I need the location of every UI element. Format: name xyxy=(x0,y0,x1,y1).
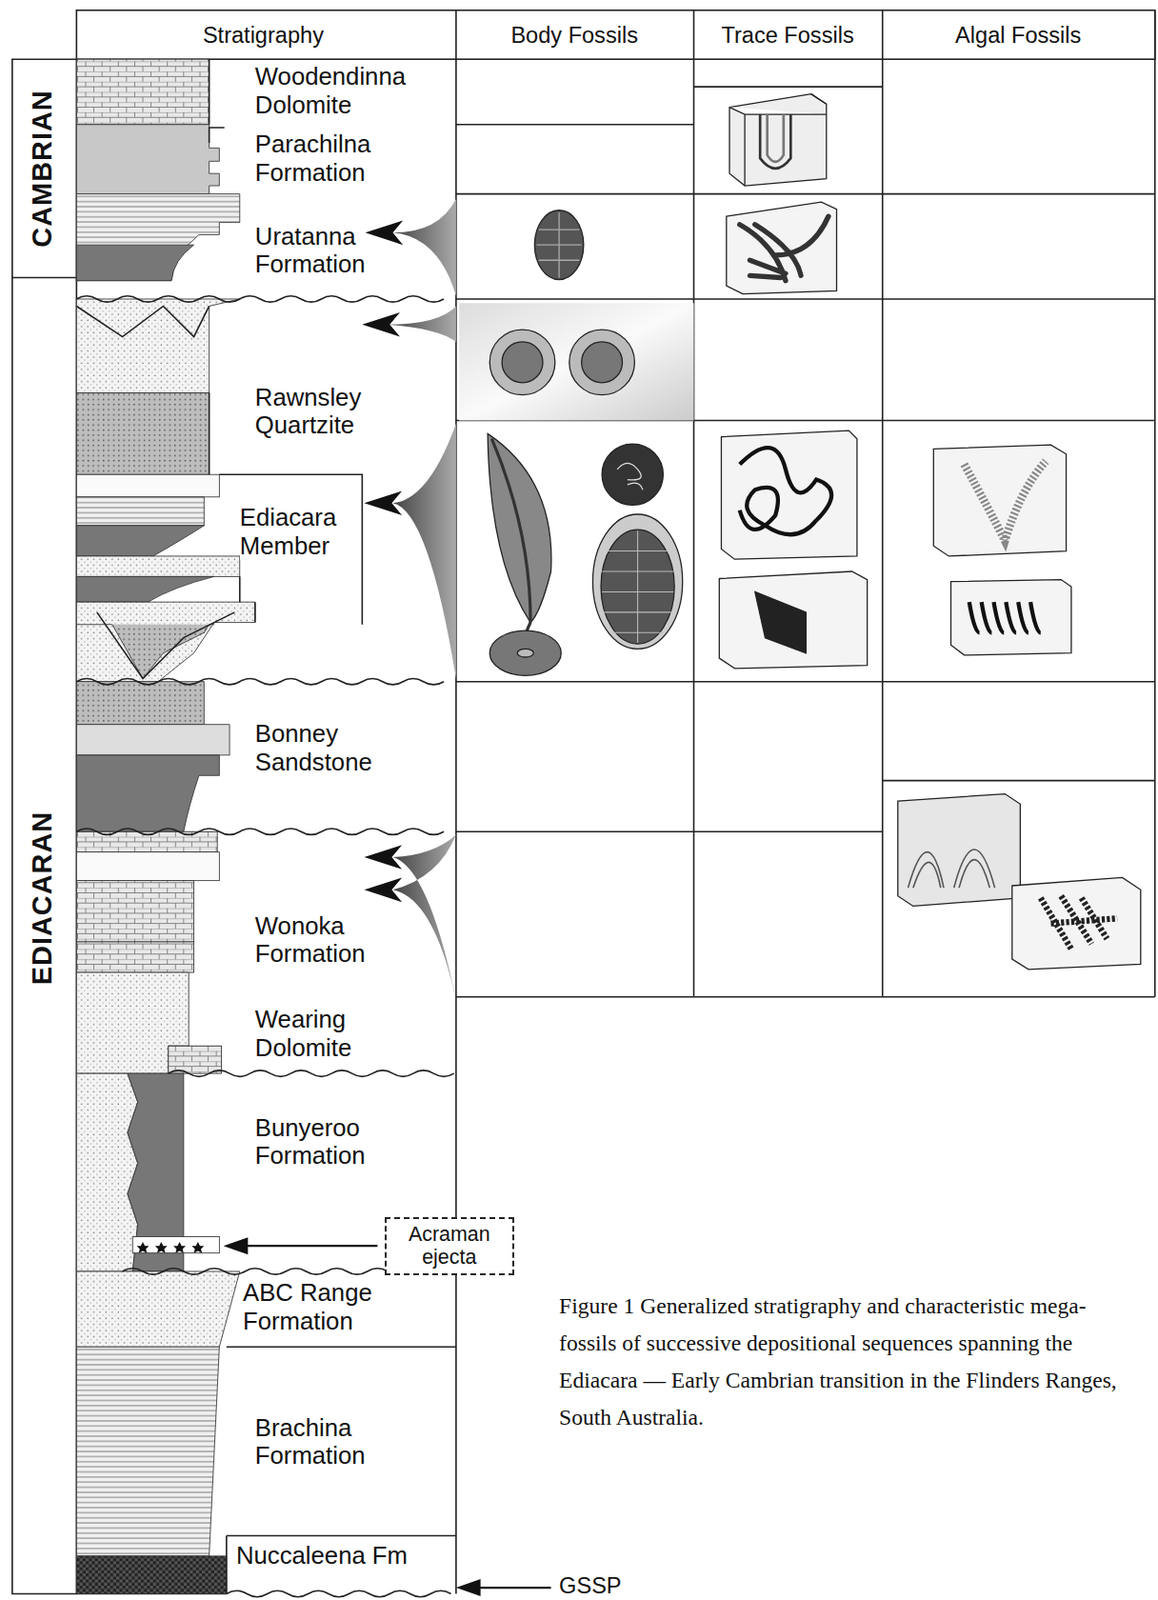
formation-name: Wonoka Formation xyxy=(255,912,450,969)
formation-name: Parachilna Formation xyxy=(255,130,450,187)
formation-name: Uratanna Formation xyxy=(255,222,450,280)
node-text: Acraman ejecta xyxy=(394,1222,505,1270)
formation-name: Woodendinna Dolomite xyxy=(255,62,450,120)
formation-name: Rawnsley Quartzite xyxy=(255,383,450,440)
node-text: Nuccaleena Fm xyxy=(236,1541,408,1571)
formation-name: Bunyeroo Formation xyxy=(255,1114,450,1171)
column-header: Stratigraphy xyxy=(135,22,391,49)
formation-name: Bonney Sandstone xyxy=(255,719,450,777)
formation-box: Nuccaleena Fm xyxy=(228,1537,416,1575)
formation-name: Ediacara Member xyxy=(239,503,359,560)
column-header: Body Fossils xyxy=(461,22,687,49)
callout-box: Acraman ejecta xyxy=(384,1217,515,1276)
gssp-label: GSSP xyxy=(559,1573,661,1599)
column-header: Algal Fossils xyxy=(885,22,1152,49)
formation-name: Brachina Formation xyxy=(255,1414,450,1471)
column-header: Trace Fossils xyxy=(696,22,880,49)
period-name: EDIACARAN xyxy=(26,811,59,985)
figure-caption: Figure 1 Generalized stratigraphy and ch… xyxy=(559,1287,1141,1437)
formation-name: Wearing Dolomite xyxy=(255,1005,450,1062)
formation-name: ABC Range Formation xyxy=(242,1278,447,1336)
period-name: CAMBRIAN xyxy=(26,89,59,247)
